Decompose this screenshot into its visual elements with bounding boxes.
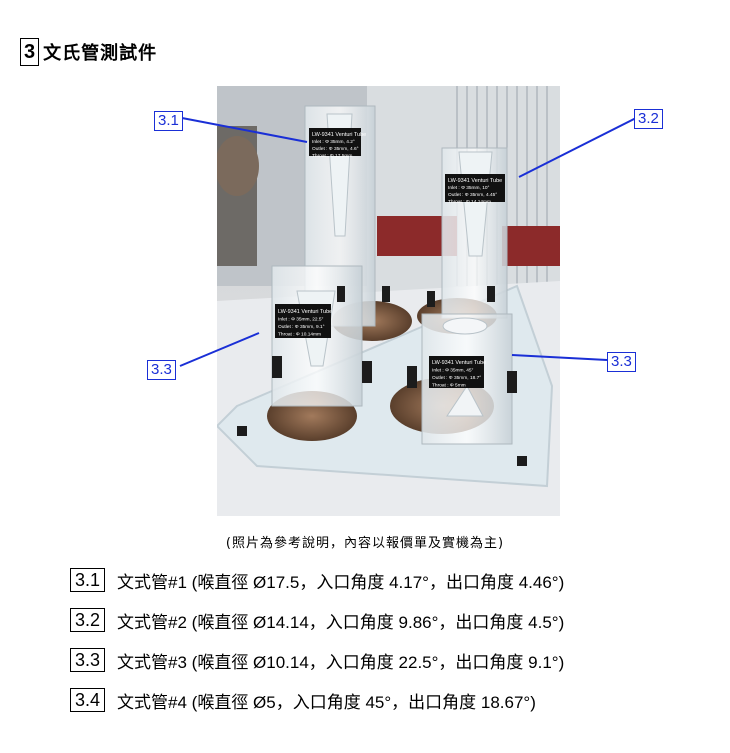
item-list: 3.1 文式管#1 (喉直徑 Ø17.5，入口角度 4.17°，出口角度 4.4… xyxy=(70,566,564,726)
photo-label-line: Inlet : Φ 35mm, 45° xyxy=(432,368,474,374)
photo-label-line: Throat : Φ 5mm xyxy=(432,383,466,389)
callout-3-2: 3.2 xyxy=(634,109,663,129)
photo-label-line: Outlet : Φ 35mm, 4.6° xyxy=(312,146,359,152)
photo-label-line: Outlet : Φ 35mm, 18.7° xyxy=(432,375,481,381)
section-title: 文氏管測試件 xyxy=(43,43,158,64)
section-heading: 3 文氏管測試件 xyxy=(20,38,157,66)
photo-label-line: Outlet : Φ 35mm, 4.45° xyxy=(448,192,497,198)
photo-label-line: Throat : Φ 10.14mm xyxy=(278,332,321,338)
section-number: 3 xyxy=(20,38,40,66)
photo-label-line: Inlet : Φ 35mm, 22.5° xyxy=(278,317,324,323)
list-item: 3.2 文式管#2 (喉直徑 Ø14.14，入口角度 9.86°，出口角度 4.… xyxy=(70,606,564,634)
item-index: 3.3 xyxy=(70,648,106,672)
photo-label-line: LW-9341 Venturi Tube xyxy=(278,309,332,315)
callout-3-3-left: 3.3 xyxy=(147,360,176,380)
photo-label-line: Inlet : Φ 35mm, 4.2° xyxy=(312,139,355,145)
photo-label-line: LW-9341 Venturi Tube xyxy=(432,360,486,366)
photo-caption: (照片為參考說明，內容以報價單及實機為主) xyxy=(225,536,505,551)
photo-label-line: LW-9341 Venturi Tube xyxy=(448,178,502,184)
callout-3-1: 3.1 xyxy=(154,111,183,131)
item-text: 文式管#1 (喉直徑 Ø17.5，入口角度 4.17°，出口角度 4.46°) xyxy=(117,572,565,592)
list-item: 3.3 文式管#3 (喉直徑 Ø10.14，入口角度 22.5°，出口角度 9.… xyxy=(70,646,564,674)
callout-3-3-right: 3.3 xyxy=(607,352,636,372)
photo-label-line: LW-9341 Venturi Tube xyxy=(312,132,366,138)
item-index: 3.4 xyxy=(70,688,106,712)
item-text: 文式管#4 (喉直徑 Ø5，入口角度 45°，出口角度 18.67°) xyxy=(117,692,536,712)
item-text: 文式管#3 (喉直徑 Ø10.14，入口角度 22.5°，出口角度 9.1°) xyxy=(117,652,565,672)
photo-label-line: Throat : Φ 17.5mm xyxy=(312,153,352,159)
photo-label-line: Throat : Φ 14.14mm xyxy=(448,199,491,205)
photo-label-line: Inlet : Φ 35mm, 10° xyxy=(448,185,490,191)
list-item: 3.1 文式管#1 (喉直徑 Ø17.5，入口角度 4.17°，出口角度 4.4… xyxy=(70,566,564,594)
item-index: 3.1 xyxy=(70,568,106,592)
photo-label-line: Outlet : Φ 35mm, 9.1° xyxy=(278,324,325,330)
item-index: 3.2 xyxy=(70,608,106,632)
list-item: 3.4 文式管#4 (喉直徑 Ø5，入口角度 45°，出口角度 18.67°) xyxy=(70,686,564,714)
item-text: 文式管#2 (喉直徑 Ø14.14，入口角度 9.86°，出口角度 4.5°) xyxy=(117,612,565,632)
